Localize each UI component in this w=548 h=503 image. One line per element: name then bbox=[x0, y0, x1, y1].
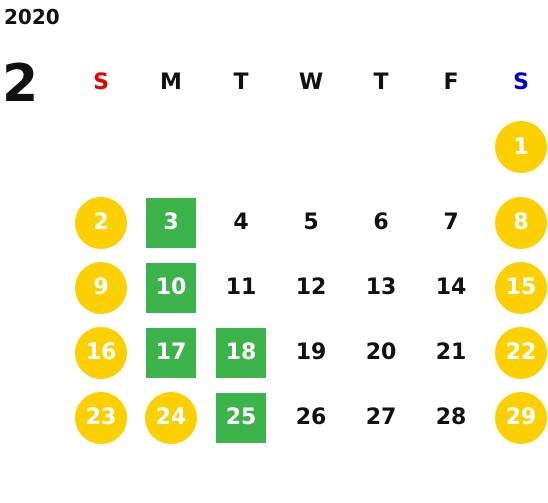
calendar-cell: 23 bbox=[66, 385, 136, 450]
calendar-cell: 8 bbox=[486, 190, 548, 255]
weekday-header-friday: F bbox=[443, 69, 459, 95]
calendar-cell: 1 bbox=[486, 104, 548, 190]
weekday-header-saturday: S bbox=[513, 69, 529, 95]
calendar-cell: 29 bbox=[486, 385, 548, 450]
calendar-day[interactable]: 22 bbox=[495, 326, 547, 379]
calendar-day[interactable]: 11 bbox=[225, 275, 257, 300]
calendar-day[interactable]: 2 bbox=[75, 196, 127, 249]
calendar-cell: 17 bbox=[136, 320, 206, 385]
calendar-cell: 11 bbox=[206, 255, 276, 320]
calendar-day[interactable]: 10 bbox=[146, 262, 196, 313]
weekday-header-sunday: S bbox=[93, 69, 109, 95]
calendar-cell: 7 bbox=[416, 190, 486, 255]
calendar-day[interactable]: 21 bbox=[435, 340, 467, 365]
calendar-cell: 18 bbox=[206, 320, 276, 385]
calendar-cell: 27 bbox=[346, 385, 416, 450]
calendar-cell bbox=[136, 104, 206, 190]
calendar-day[interactable]: 19 bbox=[295, 340, 327, 365]
calendar-cell bbox=[346, 104, 416, 190]
calendar-cell: 16 bbox=[66, 320, 136, 385]
calendar-day[interactable]: 28 bbox=[435, 405, 467, 430]
calendar-cell bbox=[276, 104, 346, 190]
calendar-cell bbox=[66, 104, 136, 190]
weekday-header-wednesday: W bbox=[298, 69, 324, 95]
calendar-day[interactable]: 6 bbox=[373, 210, 389, 235]
calendar-cell: 2 bbox=[66, 190, 136, 255]
calendar-cell: 24 bbox=[136, 385, 206, 450]
calendar-cell: 6 bbox=[346, 190, 416, 255]
calendar-day[interactable]: 27 bbox=[365, 405, 397, 430]
calendar-day[interactable]: 12 bbox=[295, 275, 327, 300]
calendar-day[interactable]: 24 bbox=[145, 391, 197, 444]
calendar-cell: 5 bbox=[276, 190, 346, 255]
weekday-header-monday: M bbox=[160, 69, 182, 95]
calendar-day[interactable]: 25 bbox=[216, 392, 266, 443]
calendar-cell: 9 bbox=[66, 255, 136, 320]
calendar-cell: 10 bbox=[136, 255, 206, 320]
calendar-day[interactable]: 5 bbox=[303, 210, 319, 235]
calendar-day[interactable]: 23 bbox=[75, 391, 127, 444]
calendar-day[interactable]: 8 bbox=[495, 196, 547, 249]
calendar-cell: 12 bbox=[276, 255, 346, 320]
calendar-cell: 25 bbox=[206, 385, 276, 450]
calendar-cell: 13 bbox=[346, 255, 416, 320]
month-label: 2 bbox=[2, 54, 39, 114]
calendar-day[interactable]: 20 bbox=[365, 340, 397, 365]
calendar-day[interactable]: 9 bbox=[75, 261, 127, 314]
calendar-cell: 21 bbox=[416, 320, 486, 385]
calendar-day[interactable]: 14 bbox=[435, 275, 467, 300]
calendar-cell: 28 bbox=[416, 385, 486, 450]
calendar-day[interactable]: 1 bbox=[495, 121, 547, 173]
calendar-cell: 22 bbox=[486, 320, 548, 385]
calendar-cell bbox=[416, 104, 486, 190]
calendar-cell: 19 bbox=[276, 320, 346, 385]
calendar-day[interactable]: 13 bbox=[365, 275, 397, 300]
calendar-day[interactable]: 4 bbox=[233, 210, 249, 235]
calendar-cell: 26 bbox=[276, 385, 346, 450]
calendar-day[interactable]: 7 bbox=[443, 210, 459, 235]
calendar-day[interactable]: 15 bbox=[495, 261, 547, 314]
calendar-day[interactable]: 16 bbox=[75, 326, 127, 379]
calendar-day[interactable]: 26 bbox=[295, 405, 327, 430]
calendar-cell: 14 bbox=[416, 255, 486, 320]
calendar-day[interactable]: 18 bbox=[216, 327, 266, 378]
calendar-cell: 20 bbox=[346, 320, 416, 385]
weekday-header-thursday: T bbox=[373, 69, 389, 95]
weekday-header-tuesday: T bbox=[233, 69, 249, 95]
calendar-day[interactable]: 17 bbox=[146, 327, 196, 378]
calendar-day[interactable]: 3 bbox=[146, 197, 196, 248]
year-label: 2020 bbox=[4, 5, 60, 29]
calendar-cell: 15 bbox=[486, 255, 548, 320]
calendar-cell: 4 bbox=[206, 190, 276, 255]
calendar-cell: 3 bbox=[136, 190, 206, 255]
calendar-day[interactable]: 29 bbox=[495, 391, 547, 444]
calendar-cell bbox=[206, 104, 276, 190]
